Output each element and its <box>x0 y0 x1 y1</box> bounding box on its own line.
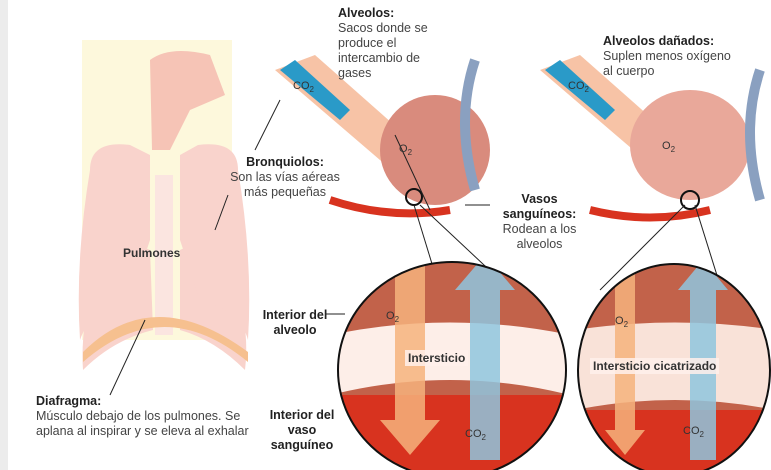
co2-label: CO2 <box>293 80 314 95</box>
label-title: Diafragma: <box>36 394 102 408</box>
label-title: Alveolos: <box>338 6 395 20</box>
o2-label: O2 <box>662 140 676 155</box>
label-diafragma: Diafragma:Músculo debajo de los pulmones… <box>36 394 266 439</box>
alveoli-damaged <box>540 55 765 222</box>
label-text: Sacos donde se produce el intercambio de… <box>338 21 428 80</box>
label-text: Suplen menos oxígeno al cuerpo <box>603 49 731 78</box>
label-text: Son las vías aéreas más pequeñas <box>230 170 340 199</box>
label-title: Alveolos dañados: <box>603 34 715 48</box>
co2-label: CO2 <box>465 428 486 443</box>
label-interior-alveolo: Interior del alveolo <box>262 308 328 337</box>
o2-label: O2 <box>399 143 413 158</box>
label-text: Rodean a los alveolos <box>502 222 577 251</box>
o2-label: O2 <box>615 315 629 330</box>
diaphragm <box>83 317 248 362</box>
co2-label: CO2 <box>568 80 589 95</box>
label-intersticio-cicatrizado: Intersticio cicatrizado <box>590 358 720 374</box>
label-alveolos: Alveolos:Sacos donde se produce el inter… <box>338 6 448 81</box>
co2-label: CO2 <box>683 425 704 440</box>
label-pulmones: Pulmones <box>123 246 181 260</box>
label-intersticio: Intersticio <box>405 350 469 366</box>
leader-lines <box>109 99 721 396</box>
label-vasos: Vasos sanguíneos:Rodean a los alveolos <box>492 192 587 252</box>
o2-label: O2 <box>386 310 400 325</box>
alveoli-healthy <box>275 55 490 218</box>
lungs <box>78 144 250 370</box>
trachea <box>155 175 173 335</box>
label-bronquiolos: Bronquiolos:Son las vías aéreas más pequ… <box>220 155 350 200</box>
label-title: Vasos sanguíneos: <box>502 192 577 221</box>
left-strip <box>0 0 8 470</box>
label-text: Músculo debajo de los pulmones. Se aplan… <box>36 409 249 438</box>
label-title: Bronquiolos: <box>246 155 324 169</box>
head-airway <box>150 51 225 150</box>
label-interior-vaso: Interior del vaso sanguíneo <box>269 408 335 452</box>
label-alveolos-danados: Alveolos dañados:Suplen menos oxígeno al… <box>603 34 743 79</box>
